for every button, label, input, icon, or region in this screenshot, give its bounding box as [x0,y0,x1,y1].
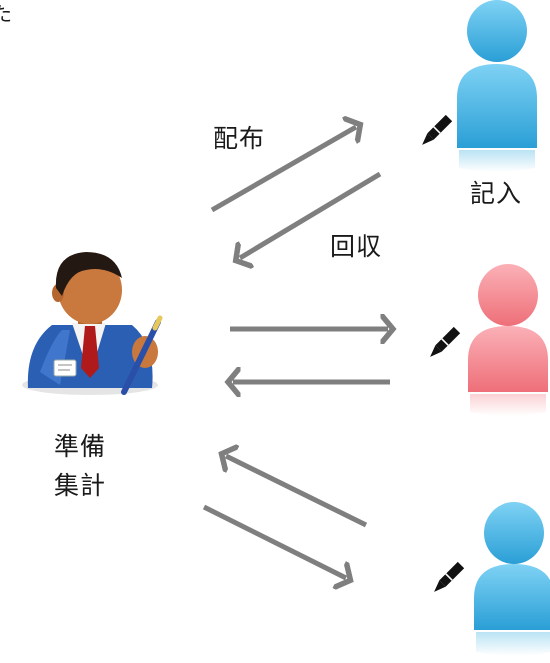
pencil-icon-3 [434,561,465,592]
arrow-distribute-1 [210,127,356,213]
distribute-label: 配布 [213,124,266,153]
arrow-collect-3 [226,456,368,528]
participant-1-icon [457,0,537,172]
fill-in-label: 記入 [470,179,523,208]
organizer-label-line2: 集計 [54,471,107,500]
corner-mark: た [0,2,13,26]
organizer-label-line1: 準備 [54,432,107,461]
businessman-with-pen-icon [22,252,163,395]
collect-label: 回収 [330,232,383,261]
arrow-distribute-3 [202,504,346,578]
participant-2-icon [468,264,548,416]
pencil-icon-1 [422,114,453,145]
participant-3-icon [474,502,550,656]
pencil-icon-2 [430,326,461,357]
arrow-collect-1 [240,171,382,258]
